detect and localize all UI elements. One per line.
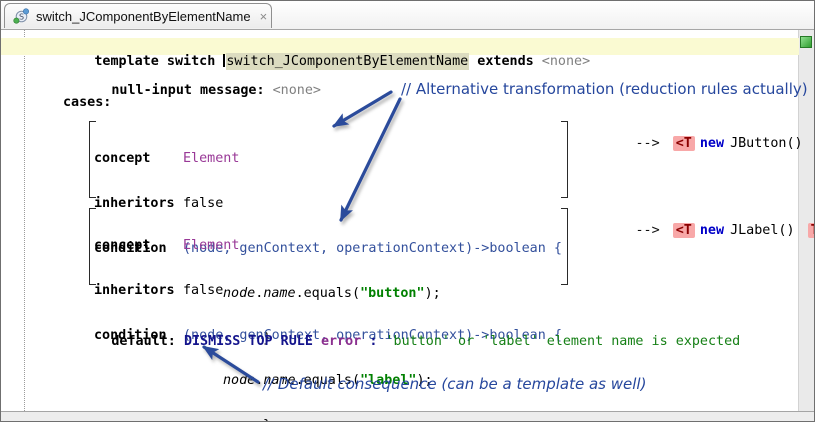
tab-title: switch_JComponentByElementName xyxy=(36,8,251,24)
window-bottom-chrome xyxy=(1,411,814,421)
template-switch-icon: S xyxy=(13,8,29,24)
inheritors-value[interactable]: false xyxy=(183,283,224,298)
close-icon[interactable]: × xyxy=(259,8,268,24)
case-inheritors-row[interactable]: inheritors false xyxy=(94,283,562,298)
error-message[interactable]: 'button' or 'label' element name is expe… xyxy=(385,334,741,349)
null-input-message-line[interactable]: null-input message: <none> xyxy=(63,68,321,113)
case-condition-row[interactable]: condition (node, genContext, operationCon… xyxy=(94,241,562,256)
call-tail: ); xyxy=(416,373,433,388)
method-call[interactable]: equals( xyxy=(303,373,361,388)
default-case-line[interactable]: default: DISMISS TOP RULE error : 'butto… xyxy=(63,319,740,364)
template-fragment-close[interactable]: T> xyxy=(807,223,814,238)
inheritors-value[interactable]: false xyxy=(183,196,224,211)
case-concept-row[interactable]: concept Element xyxy=(94,151,562,166)
null-input-value[interactable]: <none> xyxy=(272,83,321,98)
receiver[interactable]: node xyxy=(223,286,256,301)
dot: . xyxy=(295,373,304,388)
concept-value[interactable]: Element xyxy=(183,238,240,253)
concept-label: concept xyxy=(94,238,151,253)
maps-to-arrow: --> xyxy=(635,136,668,151)
editor-tab-bar: S switch_JComponentByElementName × xyxy=(1,1,814,30)
case-condition-row[interactable]: condition (node, genContext, operationCon… xyxy=(94,328,562,343)
annotation-default-consequence: // Default consequence (can be a templat… xyxy=(263,375,647,393)
concept-value[interactable]: Element xyxy=(183,151,240,166)
template-fragment-open[interactable]: <T xyxy=(672,223,695,238)
template-switch-name[interactable]: switch_JComponentByElementName xyxy=(226,53,470,70)
case-bracket-right xyxy=(561,121,568,198)
colon: : xyxy=(361,334,386,349)
receiver[interactable]: node xyxy=(223,373,256,388)
template-switch-keyword: template switch xyxy=(94,54,224,69)
closing-brace: } xyxy=(263,331,272,346)
constructor-call[interactable]: JButton() xyxy=(730,136,811,151)
string-literal[interactable]: "button" xyxy=(360,286,425,301)
condition-body[interactable]: node.name.equals("button"); xyxy=(94,286,562,301)
string-literal[interactable]: "label" xyxy=(360,373,417,388)
closing-brace: } xyxy=(94,418,562,421)
inheritors-label: inheritors xyxy=(94,196,175,211)
condition-signature[interactable]: (node, genContext, operationContext)->bo… xyxy=(183,328,562,343)
new-keyword: new xyxy=(699,136,725,151)
inheritors-label: inheritors xyxy=(94,283,175,298)
case-block-label[interactable]: concept Element inheritors false condition… xyxy=(89,207,814,421)
case-bracket-left xyxy=(89,121,96,198)
condition-signature[interactable]: (node, genContext, operationContext)->bo… xyxy=(183,241,562,256)
dot: . xyxy=(255,286,264,301)
default-label: default: xyxy=(111,334,184,349)
no-errors-indicator[interactable] xyxy=(800,36,812,48)
cases-label: cases: xyxy=(63,95,112,110)
template-fragment-open[interactable]: <T xyxy=(672,136,695,151)
constructor-call[interactable]: JLabel() xyxy=(730,223,803,238)
indent-guide-line xyxy=(24,30,25,411)
text-caret xyxy=(223,54,226,67)
case-bracket-left xyxy=(89,208,96,285)
new-keyword: new xyxy=(699,223,725,238)
member[interactable]: name xyxy=(263,286,296,301)
call-tail: ); xyxy=(424,286,441,301)
case-concept-row[interactable]: concept Element xyxy=(94,238,562,253)
extends-value[interactable]: <none> xyxy=(541,54,591,69)
member[interactable]: name xyxy=(263,373,296,388)
maps-to-arrow: --> xyxy=(635,223,668,238)
annotation-alternative-transformation: // Alternative transformation (reduction… xyxy=(401,80,808,98)
tab-switch-jcomponentbyelementname[interactable]: S switch_JComponentByElementName × xyxy=(4,3,272,28)
case-inheritors-row[interactable]: inheritors false xyxy=(94,196,562,211)
current-line-highlight xyxy=(1,38,799,55)
extends-keyword: extends xyxy=(469,54,542,69)
case-bracket-right xyxy=(561,208,568,285)
editor-area: template switch switch_JComponentByEleme… xyxy=(1,30,814,421)
svg-text:S: S xyxy=(19,12,24,21)
spacer xyxy=(313,334,321,349)
case-consequence[interactable]: --> <T new JLabel() T> xyxy=(571,208,814,253)
condition-label: condition xyxy=(94,328,167,343)
null-input-label: null-input message: xyxy=(111,83,273,98)
template-switch-header[interactable]: template switch switch_JComponentByEleme… xyxy=(46,39,590,84)
error-stripe[interactable] xyxy=(798,30,814,411)
concept-label: concept xyxy=(94,151,151,166)
dot: . xyxy=(295,286,304,301)
condition-label: condition xyxy=(94,241,167,256)
dismiss-top-rule[interactable]: DISMISS TOP RULE xyxy=(183,334,313,349)
method-call[interactable]: equals( xyxy=(303,286,361,301)
error-keyword[interactable]: error xyxy=(321,334,362,349)
